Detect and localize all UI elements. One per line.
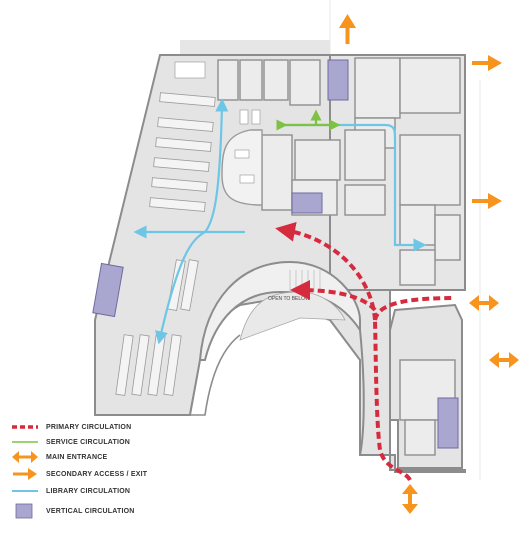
main-entrance-east-lower-arrow bbox=[489, 352, 519, 368]
legend-item-library: LIBRARY CIRCULATION bbox=[10, 482, 130, 500]
vertical-circulation-icon bbox=[10, 502, 40, 520]
legend-item-primary: PRIMARY CIRCULATION bbox=[10, 418, 131, 436]
exterior-shading bbox=[180, 40, 330, 55]
library-circulation-paths bbox=[133, 98, 427, 345]
primary-circulation-paths bbox=[275, 221, 456, 482]
room-walls bbox=[217, 57, 461, 456]
library-stacks bbox=[115, 92, 216, 396]
single-arrow-icon bbox=[10, 465, 40, 483]
library-circulation-icon bbox=[10, 482, 40, 500]
secondary-exit-north bbox=[339, 14, 356, 44]
reading-area-curve bbox=[221, 129, 263, 206]
secondary-exit-east-top bbox=[472, 55, 502, 71]
service-circulation-path bbox=[276, 109, 341, 131]
vertical-circulation-blocks bbox=[92, 59, 459, 449]
tables bbox=[174, 61, 261, 184]
legend-label-library: LIBRARY CIRCULATION bbox=[46, 487, 131, 495]
legend-label-main-entrance: MAIN ENTRANCE bbox=[46, 453, 108, 461]
secondary-exit-east-mid bbox=[472, 193, 502, 209]
legend-label-vertical: VERTICAL CIRCULATION bbox=[46, 507, 135, 515]
main-entrance-east-arrow bbox=[469, 295, 499, 311]
open-to-below-label: OPEN TO BELOW bbox=[268, 296, 310, 302]
legend-label-secondary: SECONDARY ACCESS / EXIT bbox=[46, 470, 148, 478]
double-arrow-icon bbox=[10, 448, 40, 466]
legend-item-secondary: SECONDARY ACCESS / EXIT bbox=[10, 465, 147, 483]
main-entrance-south-arrow bbox=[402, 484, 418, 514]
service-circulation-icon bbox=[10, 433, 40, 451]
legend-label-primary: PRIMARY CIRCULATION bbox=[46, 423, 132, 431]
legend-item-vertical: VERTICAL CIRCULATION bbox=[10, 502, 135, 520]
legend-label-service: SERVICE CIRCULATION bbox=[46, 438, 131, 446]
legend-item-main-entrance: MAIN ENTRANCE bbox=[10, 448, 107, 466]
primary-circulation-icon bbox=[10, 418, 40, 436]
legend-item-service: SERVICE CIRCULATION bbox=[10, 433, 130, 451]
